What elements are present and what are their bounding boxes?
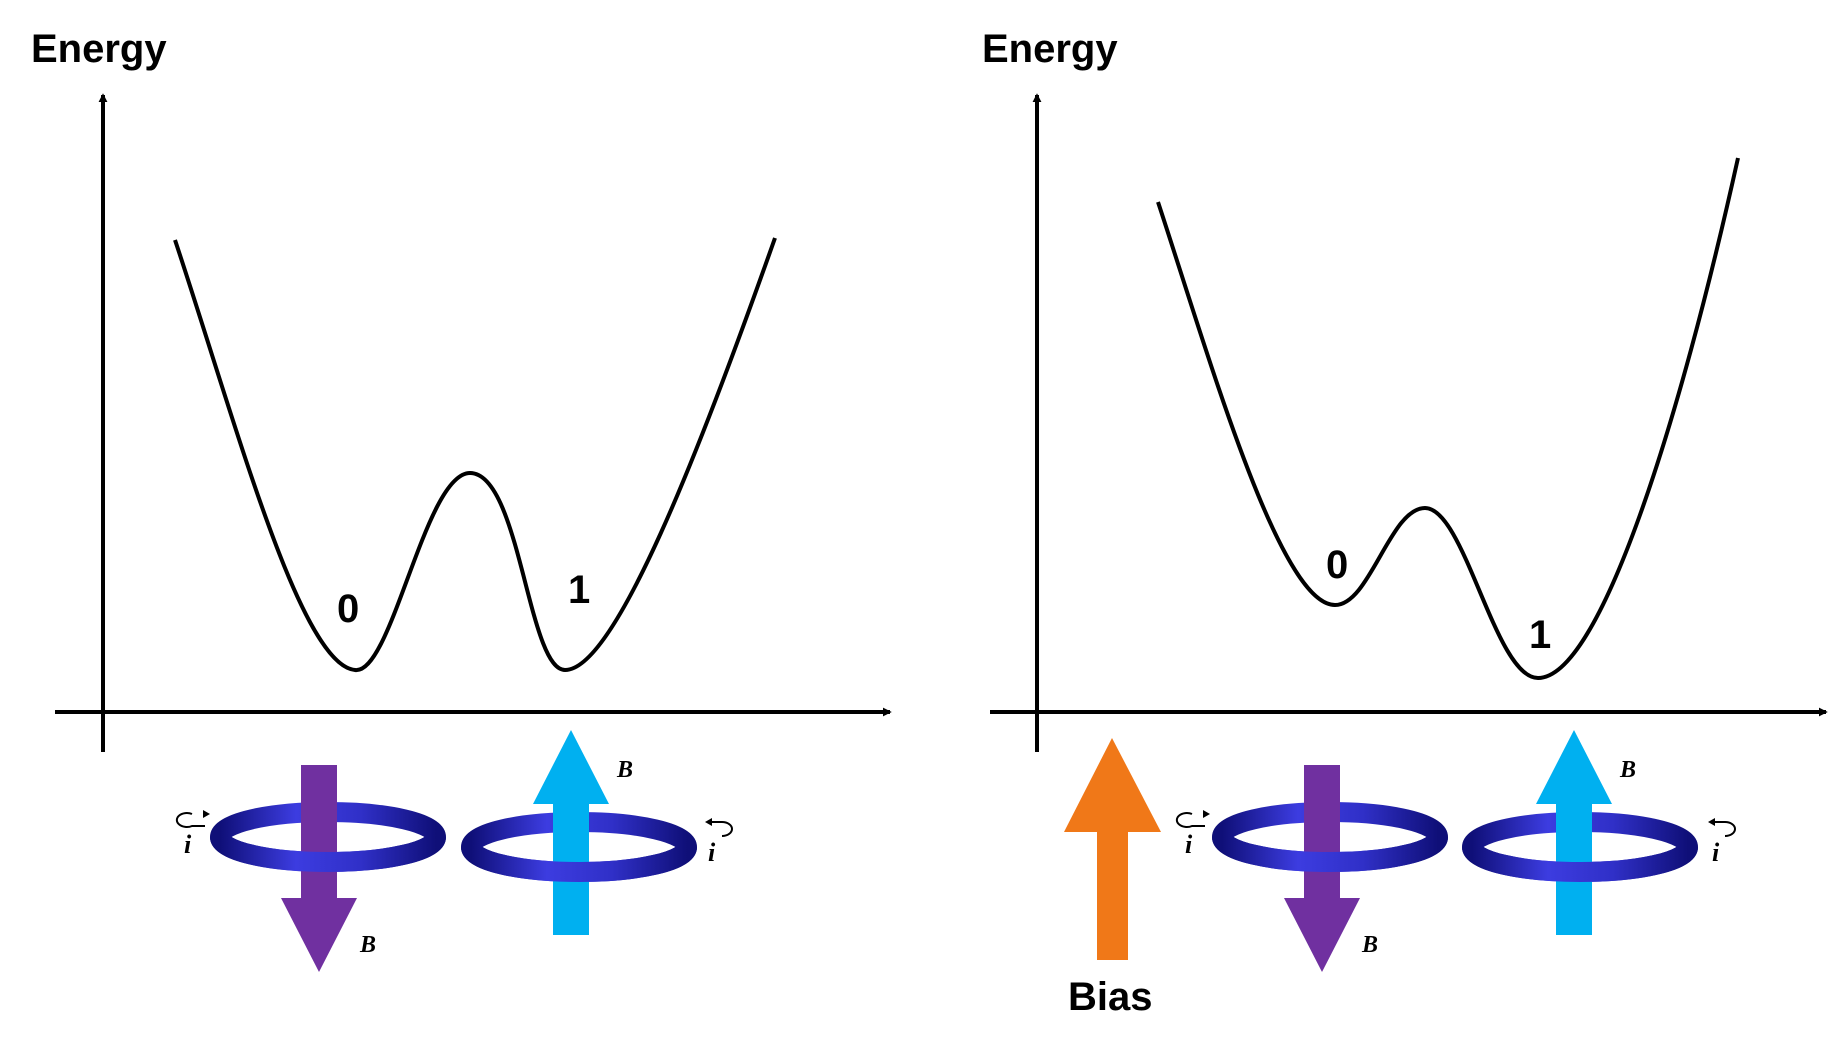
left-up-field-label: B (616, 757, 633, 783)
left-energy-label: Energy (31, 27, 167, 71)
right-state0-label: 0 (1326, 543, 1348, 587)
current-loop-front (461, 844, 697, 882)
current-direction-icon (1708, 818, 1736, 837)
bias-label: Bias (1068, 975, 1153, 1019)
left-energy-curve (173, 237, 777, 672)
left-current-label-b: i (708, 838, 716, 867)
current-direction-icon (705, 818, 733, 837)
right-panel: Energy 0 1 Bias B i (982, 27, 1828, 1019)
left-state0-label: 0 (337, 587, 359, 631)
right-current-label-a: i (1185, 830, 1193, 859)
current-direction-icon (1175, 810, 1210, 828)
left-state1-label: 1 (568, 568, 590, 612)
right-up-field-label: B (1619, 757, 1636, 783)
left-down-field-label: B (359, 932, 376, 958)
right-current-label-b: i (1712, 838, 1720, 867)
left-loop-up: B i (461, 730, 733, 935)
right-loop-down: B i (1175, 765, 1448, 972)
current-direction-icon (175, 810, 210, 828)
left-loop-down: B i (175, 765, 446, 972)
current-loop-front (1462, 844, 1698, 882)
magnetic-field-down-arrow (1284, 765, 1360, 972)
right-energy-curve (1156, 157, 1740, 680)
left-panel: Energy 0 1 B i (31, 27, 892, 972)
current-loop-front (210, 834, 446, 872)
right-loop-up: B i (1462, 730, 1736, 935)
current-loop-front (1212, 834, 1448, 872)
left-current-label-a: i (184, 830, 192, 859)
magnetic-field-down-arrow (281, 765, 357, 972)
right-state1-label: 1 (1529, 613, 1551, 657)
right-energy-label: Energy (982, 27, 1118, 71)
bias-arrow (1064, 738, 1161, 960)
right-down-field-label: B (1361, 932, 1378, 958)
